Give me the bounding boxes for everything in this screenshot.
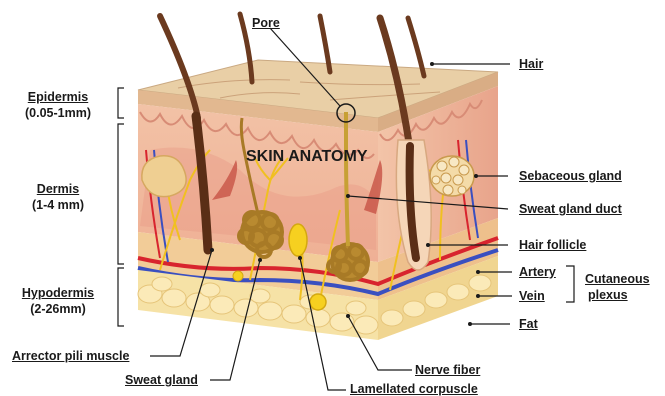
label-lamellated-corpuscle: Lamellated corpuscle <box>350 382 478 396</box>
label-sweat-gland: Sweat gland <box>125 373 198 387</box>
sebaceous-gland-right <box>430 156 474 196</box>
label-cutaneous: Cutaneous <box>585 272 650 286</box>
lamellated-corpuscle-lower <box>310 294 326 310</box>
label-epidermis-size: (0.05-1mm) <box>12 106 104 120</box>
label-hypodermis: Hypodermis <box>10 286 106 300</box>
label-arrector-pili-muscle: Arrector pili muscle <box>12 349 129 363</box>
label-artery: Artery <box>519 265 556 279</box>
label-fat: Fat <box>519 317 538 331</box>
label-plexus: plexus <box>588 288 628 302</box>
label-sweat-gland-duct: Sweat gland duct <box>519 202 622 216</box>
label-dermis-size: (1-4 mm) <box>18 198 98 212</box>
lamellated-corpuscle-upper <box>289 224 307 256</box>
sweat-duct-right <box>346 112 348 246</box>
label-pore: Pore <box>252 16 280 30</box>
label-dermis: Dermis <box>18 182 98 196</box>
sebaceous-gland-left <box>142 156 186 197</box>
label-hypodermis-size: (2-26mm) <box>18 302 98 316</box>
label-sebaceous-gland: Sebaceous gland <box>519 169 622 183</box>
label-epidermis: Epidermis <box>18 90 98 104</box>
label-nerve-fiber: Nerve fiber <box>415 363 480 377</box>
label-vein: Vein <box>519 289 545 303</box>
label-hair-follicle: Hair follicle <box>519 238 586 252</box>
label-hair: Hair <box>519 57 543 71</box>
diagram-title: SKIN ANATOMY <box>246 148 367 166</box>
nerve-ending <box>233 271 243 281</box>
